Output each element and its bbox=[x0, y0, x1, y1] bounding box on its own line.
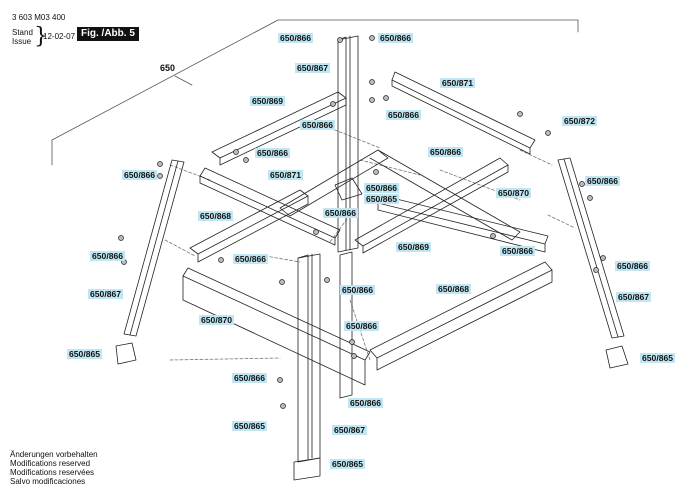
callout-11: 650/866 bbox=[364, 183, 400, 193]
callout-35: 650/865 bbox=[330, 459, 366, 469]
right-leg bbox=[557, 157, 625, 339]
callout-33: 650/867 bbox=[332, 425, 368, 435]
callout-26: 650/870 bbox=[199, 315, 235, 325]
inner-brace bbox=[279, 149, 521, 241]
lower-left-rail bbox=[189, 189, 309, 263]
callout-30: 650/866 bbox=[344, 321, 380, 331]
callout-3: 650/869 bbox=[250, 96, 286, 106]
callout-14: 650/866 bbox=[585, 176, 621, 186]
callout-9: 650/866 bbox=[255, 148, 291, 158]
callout-24: 650/867 bbox=[616, 292, 652, 302]
callout-17: 650/869 bbox=[396, 242, 432, 252]
callout-5: 650/866 bbox=[386, 110, 422, 120]
callout-6: 650/871 bbox=[440, 78, 476, 88]
callout-29: 650/865 bbox=[640, 353, 676, 363]
left-upper-rail bbox=[211, 91, 347, 166]
rear-post bbox=[337, 35, 359, 253]
bottom-left-rail bbox=[182, 267, 371, 386]
figure-label: Fig. /Abb. 5 bbox=[77, 27, 139, 41]
callout-12: 650/865 bbox=[364, 194, 400, 204]
center-post bbox=[339, 251, 353, 399]
callout-15: 650/866 bbox=[122, 170, 158, 180]
feet bbox=[115, 177, 629, 481]
front-leg bbox=[297, 253, 321, 463]
footer-note: Änderungen vorbehalten bbox=[10, 450, 98, 459]
callout-31: 650/866 bbox=[232, 373, 268, 383]
assembly-label: 650 bbox=[160, 63, 176, 73]
issue-label: Issue bbox=[12, 37, 32, 46]
front-left-rail bbox=[199, 167, 341, 246]
callout-20: 650/866 bbox=[233, 254, 269, 264]
left-leg bbox=[123, 159, 185, 337]
callout-4: 650/866 bbox=[300, 120, 336, 130]
issue-date: 12-02-07 bbox=[43, 32, 76, 41]
footer-note: Modifications reservées bbox=[10, 468, 95, 477]
callout-21: 650/866 bbox=[500, 246, 536, 256]
callout-27: 650/866 bbox=[340, 285, 376, 295]
stand-label: Stand bbox=[12, 28, 33, 37]
callout-2: 650/867 bbox=[295, 63, 331, 73]
callout-22: 650/866 bbox=[615, 261, 651, 271]
brace-icon: } bbox=[34, 24, 48, 49]
assembly-boundary bbox=[51, 19, 579, 166]
callout-16: 650/868 bbox=[198, 211, 234, 221]
front-right-rail bbox=[354, 157, 509, 254]
right-upper-rail bbox=[391, 71, 536, 155]
doc-number: 3 603 M03 400 bbox=[12, 13, 66, 22]
callout-7: 650/872 bbox=[562, 116, 598, 126]
callout-10: 650/871 bbox=[268, 170, 304, 180]
callout-18: 650/866 bbox=[323, 208, 359, 218]
footer-note: Modifications reserved bbox=[10, 459, 91, 468]
callout-13: 650/870 bbox=[496, 188, 532, 198]
callout-19: 650/866 bbox=[90, 251, 126, 261]
callout-34: 650/865 bbox=[232, 421, 268, 431]
callout-32: 650/866 bbox=[348, 398, 384, 408]
leader-650 bbox=[174, 75, 193, 86]
callout-28: 650/865 bbox=[67, 349, 103, 359]
callout-8: 650/866 bbox=[428, 147, 464, 157]
callout-0: 650/866 bbox=[278, 33, 314, 43]
hardware bbox=[118, 35, 606, 409]
callout-23: 650/867 bbox=[88, 289, 124, 299]
callout-1: 650/866 bbox=[378, 33, 414, 43]
footer-note: Salvo modificaciones bbox=[10, 477, 86, 486]
bottom-right-rail bbox=[369, 261, 553, 371]
callout-25: 650/868 bbox=[436, 284, 472, 294]
